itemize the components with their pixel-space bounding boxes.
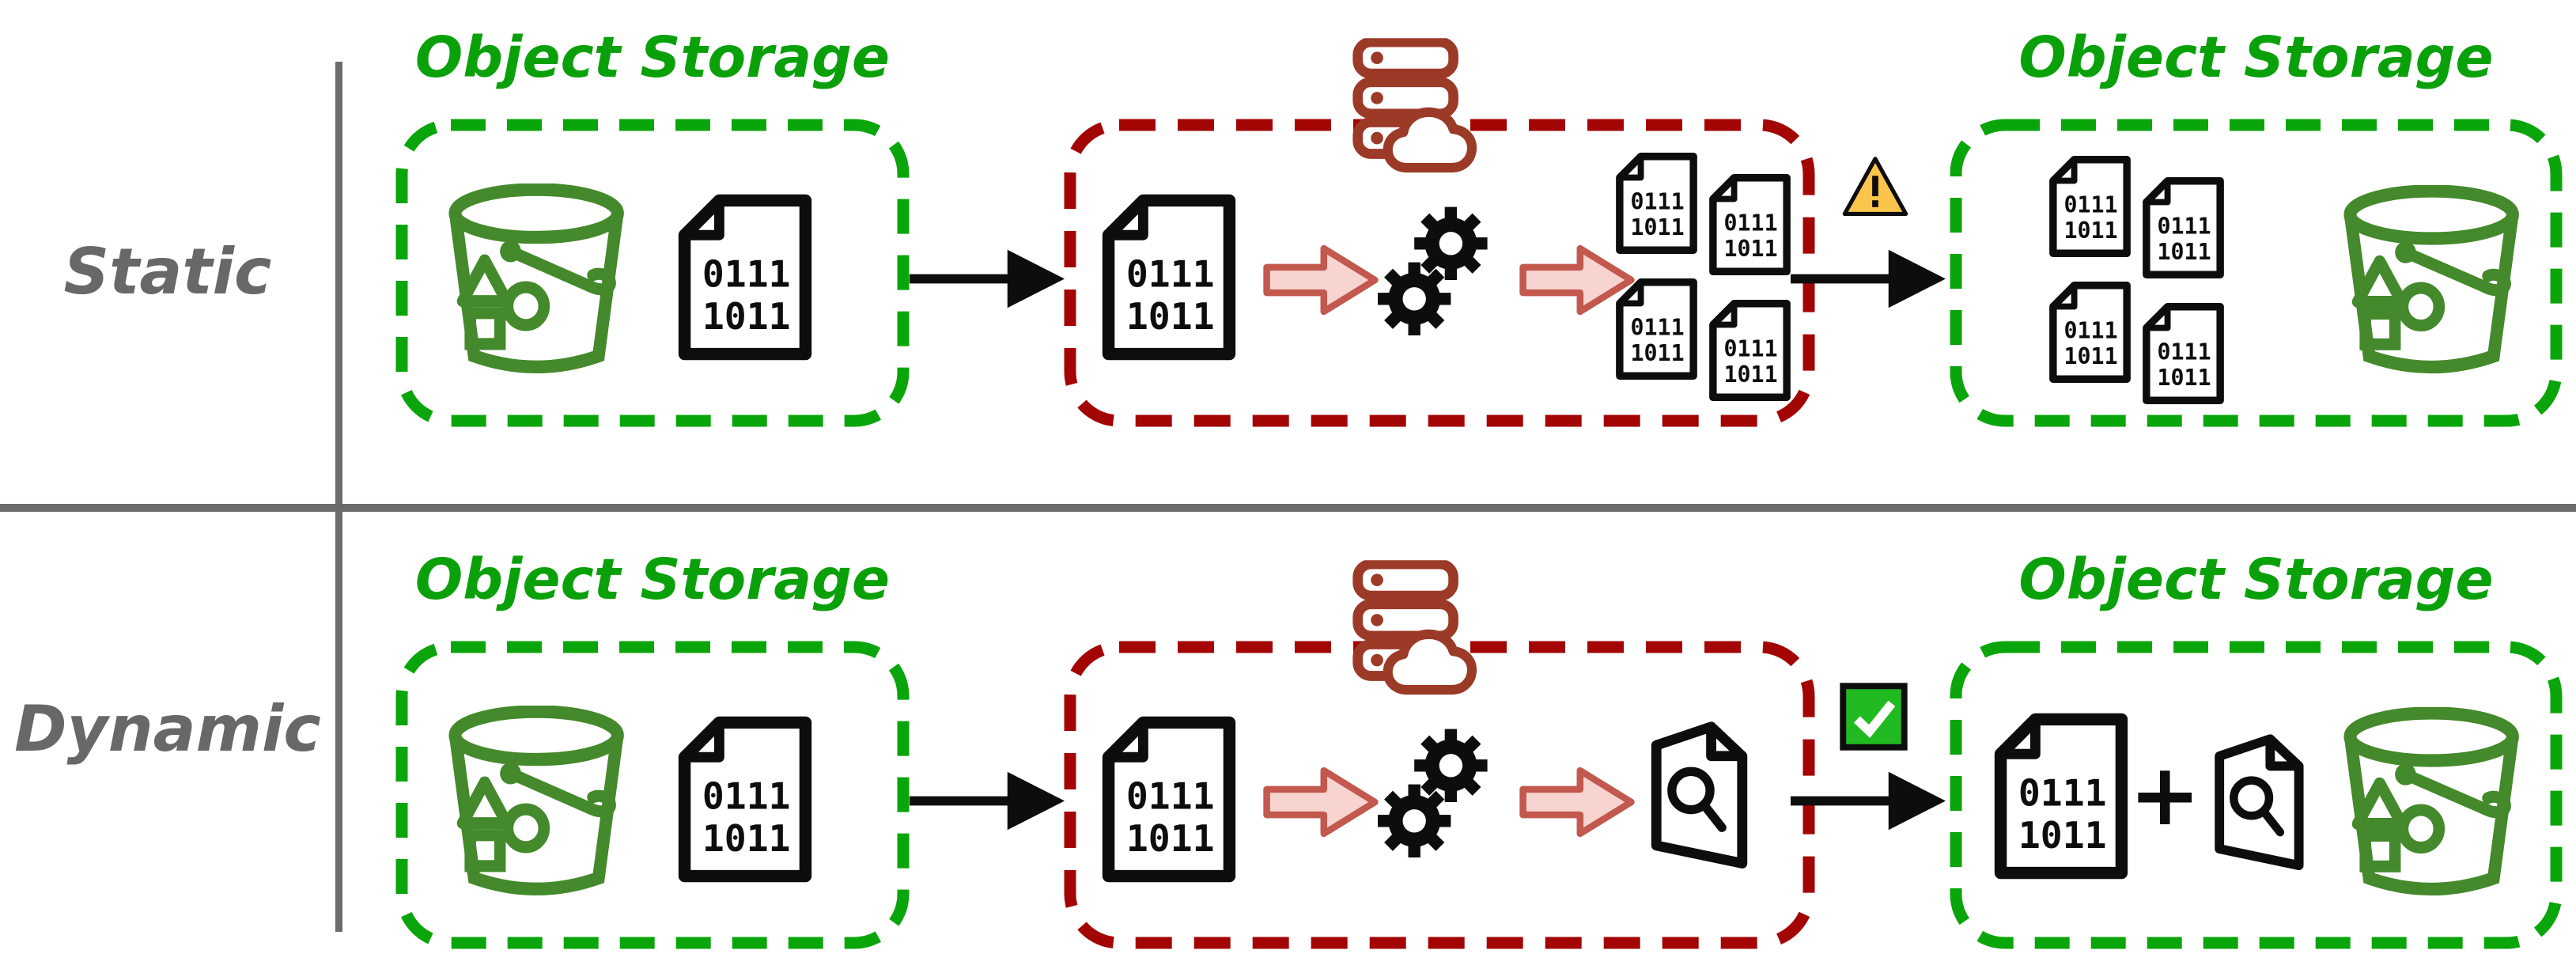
- binary-file-icon: [2048, 155, 2132, 258]
- pink-arrow-icon: [1261, 233, 1381, 327]
- source-zone-title-dynamic: Object Storage: [414, 547, 891, 612]
- server-cloud-icon: [1349, 38, 1503, 177]
- binary-file-icon: [1101, 193, 1237, 361]
- warning-icon: [1841, 155, 1909, 218]
- black-arrow-icon: [910, 764, 1066, 838]
- black-arrow-icon: [910, 242, 1066, 316]
- index-file-icon: [1647, 721, 1749, 869]
- bucket-icon: [444, 706, 636, 905]
- bucket-icon: [2340, 185, 2531, 383]
- row-label-dynamic: Dynamic: [14, 692, 321, 766]
- binary-file-icon: [1615, 152, 1698, 255]
- binary-file-icon: [677, 715, 813, 884]
- binary-file-icon: [2142, 176, 2225, 279]
- dest-zone-title-dynamic: Object Storage: [2018, 547, 2494, 612]
- server-cloud-icon: [1349, 560, 1503, 699]
- binary-files-group: [2048, 155, 2225, 405]
- row-divider-line: [0, 504, 2576, 512]
- binary-file-icon: [1101, 715, 1237, 884]
- object-storage-source-zone-dynamic: [395, 641, 910, 949]
- binary-file-icon: [1708, 299, 1791, 402]
- source-zone-title-static: Object Storage: [414, 25, 891, 90]
- black-arrow-icon: [1791, 764, 1947, 838]
- dest-zone-title-static: Object Storage: [2018, 25, 2494, 90]
- gears-icon: [1378, 204, 1488, 345]
- binary-file-icon: [677, 193, 813, 361]
- column-divider-line: [335, 62, 342, 932]
- binary-file-icon: [2048, 281, 2132, 384]
- binary-file-icon: [1708, 173, 1791, 276]
- gears-icon: [1378, 726, 1488, 867]
- object-storage-dest-zone-static: [1950, 119, 2563, 427]
- check-icon: [1839, 682, 1908, 751]
- pink-arrow-icon: [1261, 755, 1381, 850]
- bucket-icon: [444, 184, 636, 383]
- plus-sign: +: [2129, 746, 2201, 845]
- pink-arrow-icon: [1517, 755, 1637, 850]
- bucket-icon: [2340, 707, 2531, 905]
- row-label-static: Static: [63, 235, 272, 308]
- binary-file-icon: [1615, 278, 1698, 380]
- index-file-icon: [2211, 734, 2306, 871]
- black-arrow-icon: [1791, 242, 1947, 316]
- object-storage-dest-zone-dynamic: [1950, 641, 2563, 949]
- object-storage-source-zone-static: [395, 119, 910, 427]
- binary-file-icon: [1993, 712, 2129, 880]
- binary-files-group: [1615, 152, 1791, 402]
- binary-file-icon: [2142, 302, 2225, 405]
